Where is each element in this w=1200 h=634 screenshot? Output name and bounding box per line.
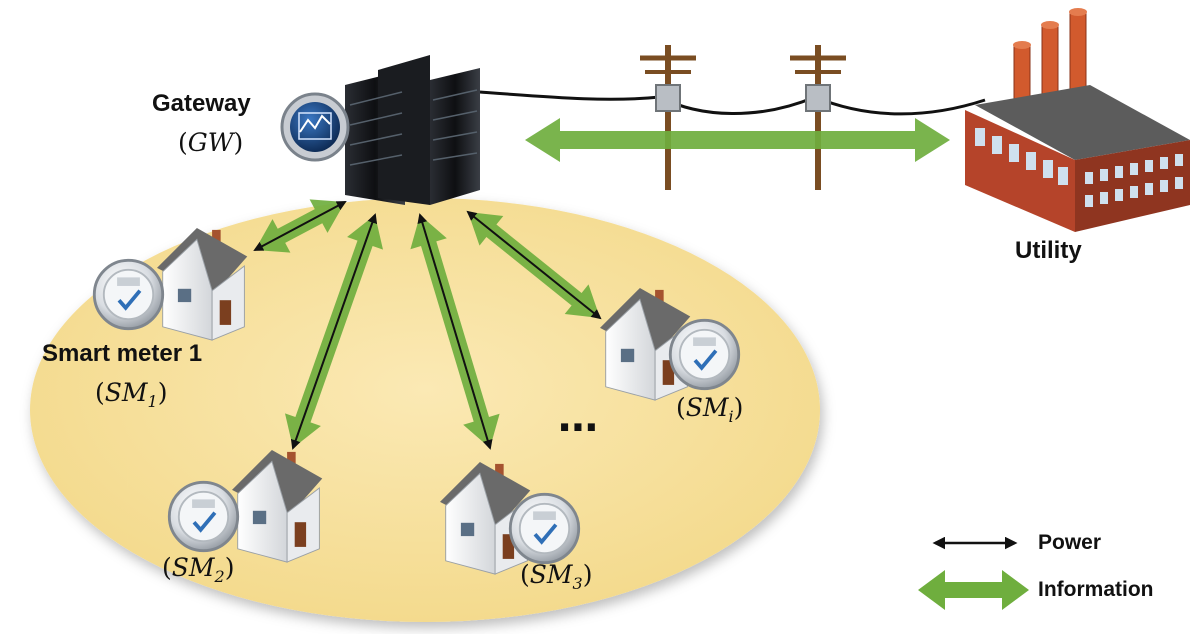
server-icon	[345, 55, 480, 205]
meter-i-open-paren: (	[676, 393, 686, 422]
meter-i-symbol-text: SM	[685, 393, 729, 422]
meter-3-subscript: 3	[572, 574, 583, 593]
sm2-meter-icon	[167, 480, 240, 553]
smart-meter-i-symbol: (SMi)	[676, 393, 744, 425]
sm2-house-icon	[167, 450, 323, 563]
meter-2-symbol-text: SM	[171, 553, 215, 582]
info-arrow-utility	[525, 118, 950, 162]
power-arrow-sm2	[290, 213, 378, 450]
meter-3-open-paren: (	[520, 560, 530, 589]
smart-meter-3-symbol: (SM3)	[520, 560, 593, 592]
smart-meter-2-symbol: (SM2)	[162, 553, 235, 585]
legend-information-arrow	[918, 570, 1029, 610]
monitoring-badge-icon	[280, 92, 350, 162]
meter-1-subscript: 1	[147, 392, 158, 411]
sm1-house-icon	[92, 228, 248, 341]
meter-2-subscript: 2	[214, 567, 225, 586]
smart-meter-1-title: Smart meter 1	[42, 340, 203, 367]
sm3-house-icon	[440, 462, 581, 575]
meter-3-close-paren: )	[582, 560, 593, 589]
meter-i-close-paren: )	[733, 393, 744, 422]
legend-information-label: Information	[1038, 578, 1154, 601]
utility-pole-2	[790, 45, 846, 190]
power-arrow-smi	[466, 210, 602, 320]
power-arrow-sm3	[417, 213, 493, 450]
meter-i-subscript: i	[728, 407, 734, 426]
gateway-title: Gateway	[152, 90, 251, 117]
utility-pole-1	[640, 45, 696, 190]
legend-power-label: Power	[1038, 531, 1102, 554]
gateway-close-paren: )	[233, 128, 244, 157]
gateway-open-paren: (	[178, 128, 188, 157]
meter-1-close-paren: )	[157, 378, 168, 407]
meter-2-close-paren: )	[224, 553, 235, 582]
sm3-meter-icon	[508, 492, 581, 565]
power-line	[479, 90, 986, 116]
gateway-symbol: (GW)	[178, 128, 243, 157]
smart-meter-1-symbol: (SM1)	[95, 378, 168, 410]
smi-meter-icon	[668, 318, 741, 391]
meter-3-symbol-text: SM	[529, 560, 573, 589]
meter-1-symbol-text: SM	[104, 378, 148, 407]
gateway-symbol-text: GW	[187, 128, 234, 157]
meter-1-open-paren: (	[95, 378, 105, 407]
factory-icon	[965, 8, 1190, 232]
meter-2-open-paren: (	[162, 553, 172, 582]
power-arrows	[253, 201, 602, 450]
more-meters-ellipsis: ⋯	[558, 406, 598, 450]
sm1-meter-icon	[92, 258, 165, 331]
utility-title: Utility	[1015, 237, 1082, 264]
smi-house-icon	[600, 288, 741, 401]
houses-layer	[92, 228, 741, 575]
